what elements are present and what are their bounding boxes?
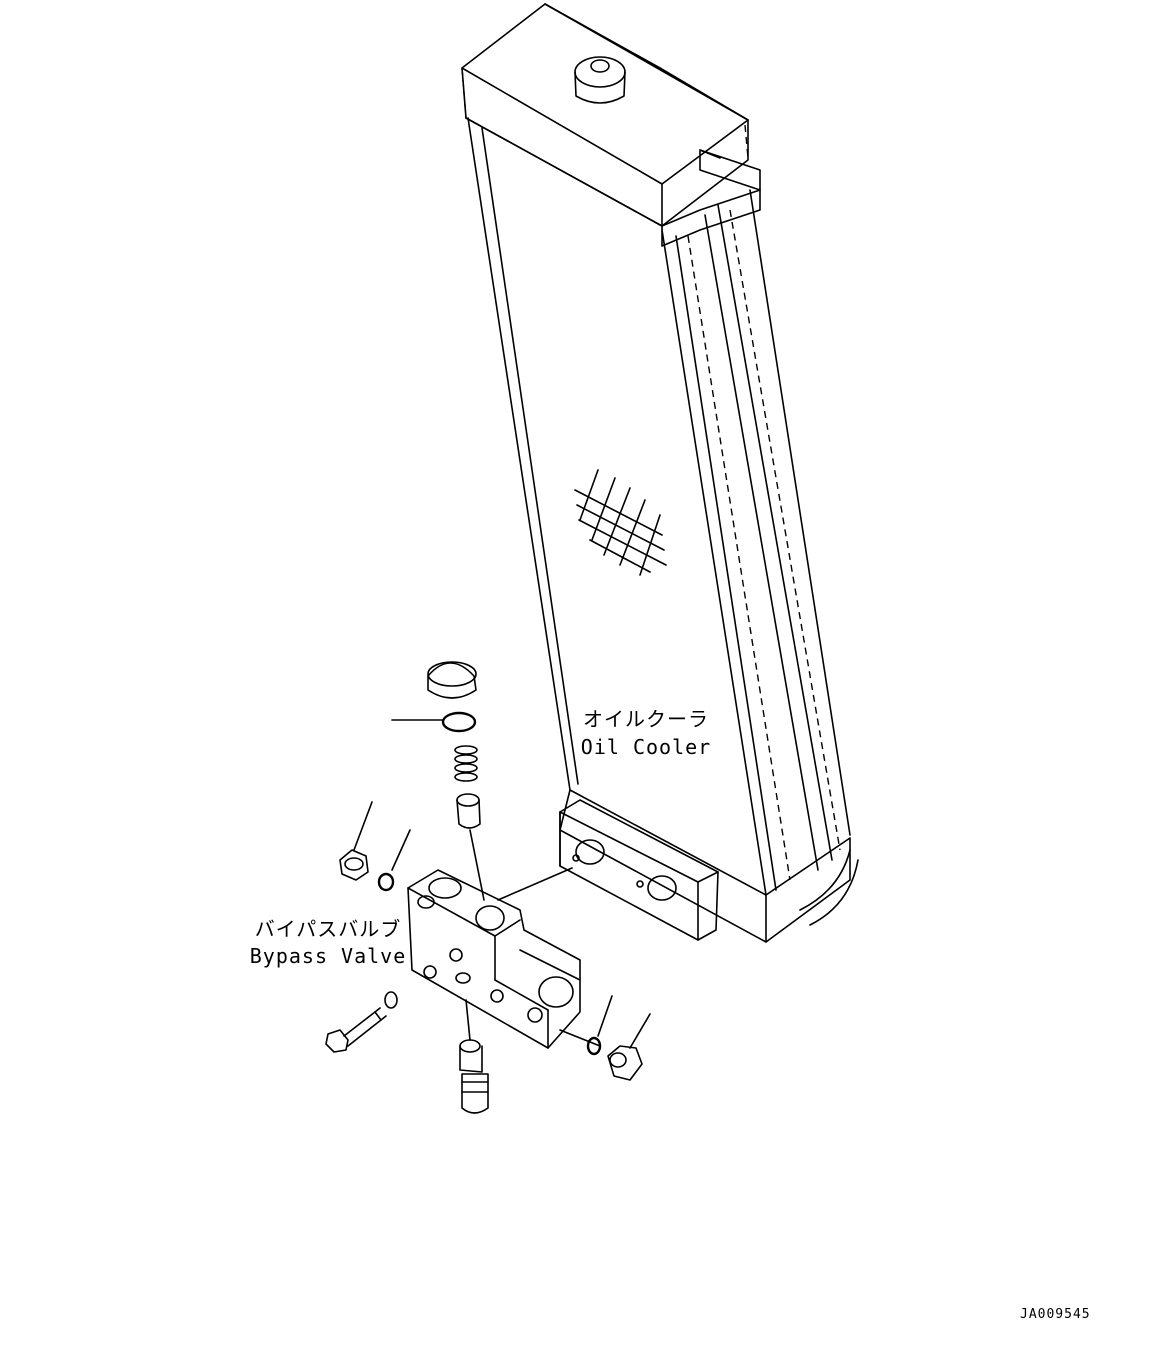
oil-cooler-label-en: Oil Cooler [580, 735, 712, 759]
pressure-switch [459, 999, 489, 1114]
o-ring-left [377, 829, 411, 892]
oil-cooler-label-jp: オイルクーラ [583, 707, 709, 731]
mounting-flange [559, 799, 719, 941]
bypass-valve-label-en: Bypass Valve [249, 944, 407, 968]
plug-right [607, 1013, 651, 1081]
plug-top [427, 661, 477, 699]
washer [384, 991, 398, 1009]
oil-cooler [461, 3, 859, 943]
bypass-valve-label-jp: バイパスバルブ [254, 917, 402, 941]
bypass-valve-block [407, 867, 581, 1049]
drawing-code: JA009545 [1020, 1307, 1091, 1322]
plug-left [339, 801, 373, 881]
bolt [325, 1007, 387, 1053]
spring [454, 745, 478, 782]
valve-spool [456, 793, 485, 901]
core-hatch [574, 469, 667, 576]
o-ring-top [391, 711, 477, 733]
